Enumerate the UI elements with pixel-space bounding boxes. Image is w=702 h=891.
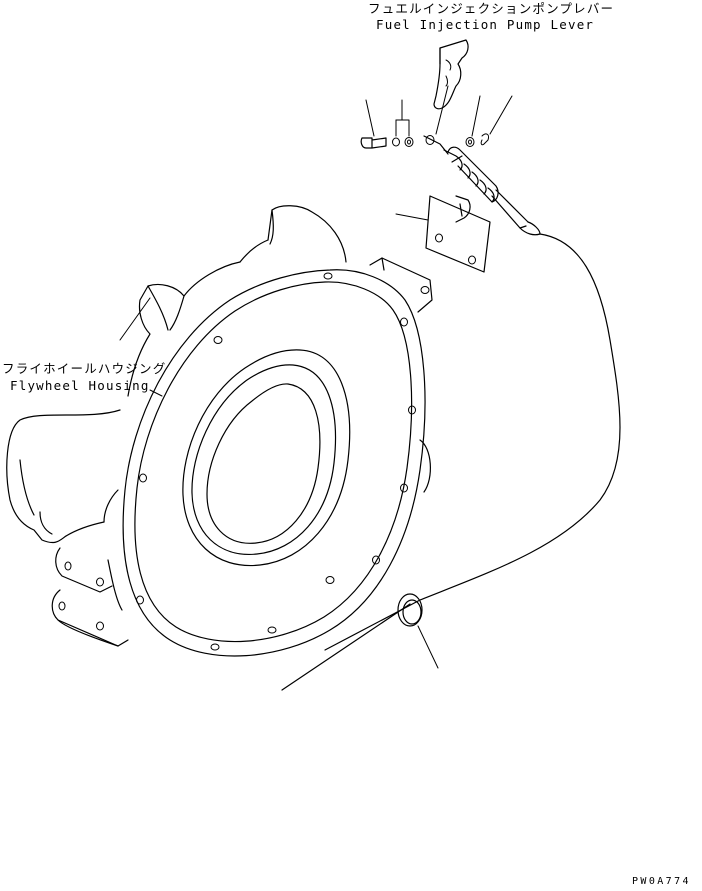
flange-bolt-holes (136, 272, 416, 651)
bore-outer-ring (182, 349, 351, 567)
flywheel-housing-label-jp: フライホイールハウジング (2, 361, 167, 376)
fuel-pump-lever-label-en: Fuel Injection Pump Lever (376, 17, 595, 32)
housing-left-bulge (6, 409, 121, 544)
cable-run (419, 233, 621, 601)
flywheel-housing-leader (119, 297, 151, 341)
housing-flange-rim (134, 281, 413, 643)
fuel-pump-lever-label-jp: フュエルインジェクションポンプレバー (368, 1, 615, 16)
housing-boss-upper-right (369, 257, 433, 313)
housing-lower-feet (55, 547, 113, 593)
cable-bracket (395, 195, 491, 273)
lever-fasteners (360, 85, 513, 155)
rod-end (425, 135, 435, 145)
control-cable (281, 146, 621, 691)
bore-middle-ring (191, 364, 337, 555)
flywheel-housing-leader-2 (149, 389, 163, 397)
bolt (360, 137, 387, 149)
flywheel-housing (6, 205, 433, 657)
fuel-injection-pump-lever (433, 39, 469, 110)
bore-inner-ring (206, 383, 321, 544)
drawing-code: PW0A774 (632, 876, 691, 887)
cotter-pin (480, 133, 489, 146)
washer-1 (392, 137, 400, 147)
cable-grommet (397, 593, 423, 627)
bracket-plate (425, 195, 491, 273)
housing-rear-body (127, 261, 241, 397)
flywheel-housing-label-en: Flywheel Housing (10, 378, 150, 393)
housing-front-flange (122, 269, 426, 657)
washer-2 (404, 137, 414, 147)
housing-top-pad (267, 205, 347, 263)
nut (465, 137, 475, 147)
cable-bellows (443, 149, 495, 203)
housing-right-side (419, 439, 431, 493)
pump-lever-arm (433, 39, 469, 110)
